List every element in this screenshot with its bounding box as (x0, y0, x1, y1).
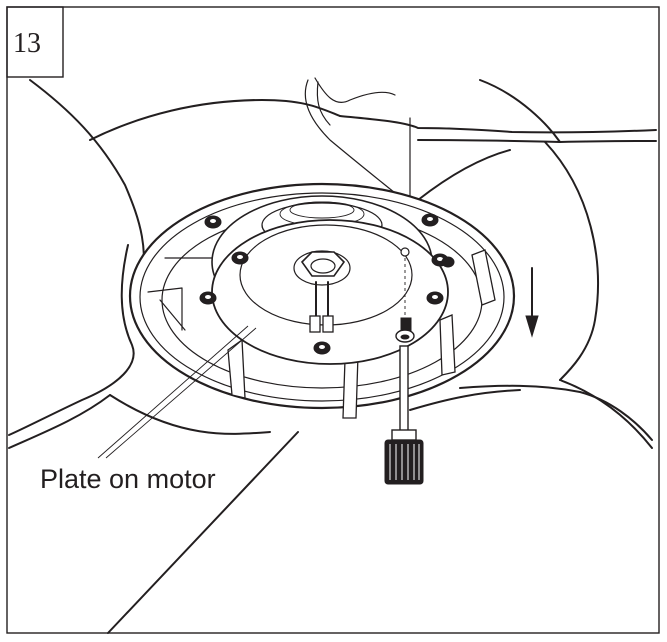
screw (426, 291, 444, 305)
panel-frame (6, 6, 660, 634)
step-number: 13 (13, 28, 41, 59)
screw (199, 291, 217, 305)
screw (441, 256, 455, 268)
callout-label: Plate on motor (40, 464, 216, 494)
screw (313, 341, 331, 355)
screw (204, 215, 222, 229)
motor-plate (211, 219, 449, 365)
screw (231, 251, 249, 265)
fan-blades (8, 77, 657, 634)
screw (421, 213, 439, 227)
plate-callout: Plate on motor (40, 325, 257, 494)
mounting-screws (199, 213, 455, 355)
down-arrow-icon (525, 267, 539, 338)
step-number-box (6, 6, 64, 78)
screwdriver (384, 258, 424, 485)
